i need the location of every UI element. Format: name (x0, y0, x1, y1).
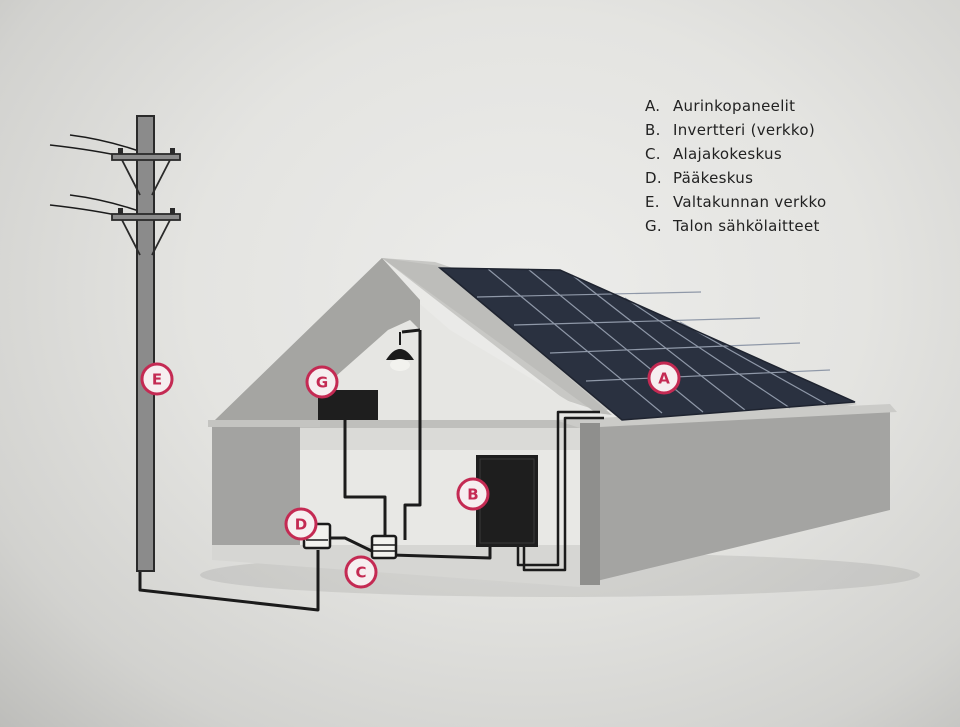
legend-key: G. (645, 217, 662, 235)
marker-d: D (284, 507, 318, 541)
left-wall-top (208, 420, 320, 427)
marker-e: E (140, 362, 174, 396)
svg-text:D: D (295, 516, 307, 534)
legend-key: C. (645, 145, 661, 163)
legend-label: Alajakokeskus (673, 145, 782, 163)
legend-item: C. Alajakokeskus (645, 142, 826, 166)
svg-text:G: G (316, 374, 328, 392)
legend-key: A. (645, 97, 661, 115)
legend-key: B. (645, 121, 661, 139)
svg-text:A: A (658, 370, 670, 388)
legend-key: D. (645, 169, 662, 187)
legend-key: E. (645, 193, 660, 211)
legend-label: Pääkeskus (673, 169, 754, 187)
wiring (138, 330, 604, 612)
gable-inner-shade (212, 258, 420, 423)
legend-item: D. Pääkeskus (645, 166, 826, 190)
ceiling-lamp (386, 328, 421, 371)
utility-pole (49, 115, 181, 572)
svg-text:C: C (355, 564, 366, 582)
svg-text:B: B (467, 486, 478, 504)
legend-item: A. Aurinkopaneelit (645, 94, 826, 118)
right-wall-top (555, 404, 897, 428)
attic-slab (212, 423, 600, 450)
legend-label: Talon sähkölaitteet (673, 217, 820, 235)
legend-label: Valtakunnan verkko (673, 193, 827, 211)
marker-b: B (456, 477, 490, 511)
sub-panel-box (370, 534, 398, 560)
right-side-wall (580, 410, 890, 585)
roof-ridge-band (382, 258, 612, 415)
marker-a: A (647, 361, 681, 395)
legend-item: B. Invertteri (verkko) (645, 118, 826, 142)
legend-label: Aurinkopaneelit (673, 97, 796, 115)
marker-g: G (305, 365, 339, 399)
legend-item: G. Talon sähkölaitteet (645, 214, 826, 238)
svg-text:E: E (152, 371, 162, 389)
interior-back-wall (300, 450, 585, 545)
base-slab (212, 545, 580, 587)
legend-item: E. Valtakunnan verkko (645, 190, 826, 214)
legend-label: Invertteri (verkko) (673, 121, 815, 139)
marker-c: C (344, 555, 378, 589)
front-wall-shadow (580, 423, 600, 585)
